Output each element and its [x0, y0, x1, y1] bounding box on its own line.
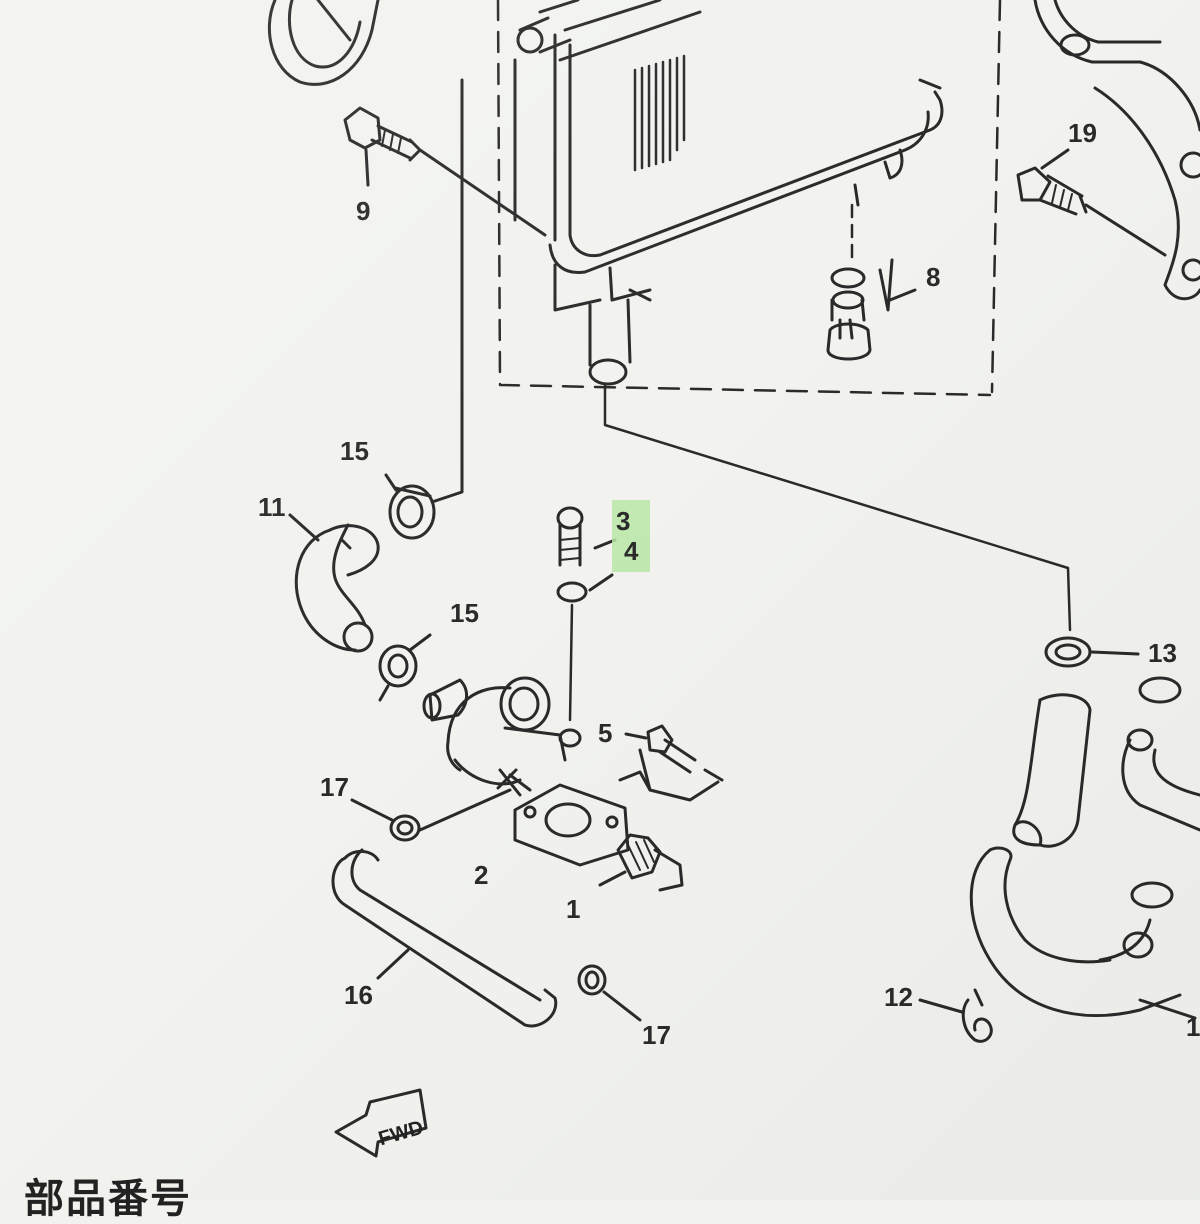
part-13	[969, 636, 1200, 1020]
callout-12: 12	[884, 982, 913, 1012]
part-15b	[378, 633, 432, 702]
callout-16: 16	[344, 980, 373, 1010]
callout-1: 1	[566, 894, 580, 924]
dashed-enclosure	[496, 0, 1002, 397]
callout-11: 11	[258, 492, 286, 522]
part-17a	[350, 788, 512, 842]
callout-2: 2	[474, 860, 488, 890]
callout-19: 19	[1068, 118, 1097, 148]
callout-5: 5	[598, 718, 612, 748]
callout-9: 9	[356, 196, 370, 226]
part-3-4	[556, 506, 617, 722]
highlight-3-4	[612, 500, 650, 572]
callout-4: 4	[624, 536, 639, 566]
part-2	[422, 676, 652, 867]
part-8	[826, 258, 917, 361]
part-19	[1016, 148, 1167, 257]
part-5	[624, 724, 724, 802]
part-12	[918, 988, 993, 1043]
fwd-label: FWD	[376, 1117, 426, 1151]
callout-17b: 17	[642, 1020, 671, 1050]
frame-fragment	[1033, 0, 1200, 301]
part-number-heading: 部品番号	[24, 1176, 192, 1222]
callout-17a: 17	[320, 772, 349, 802]
fan-fragment	[267, 0, 380, 86]
callout-15a: 15	[340, 436, 369, 466]
callout-15b: 15	[450, 598, 479, 628]
part-17b	[577, 964, 642, 1022]
part-9	[343, 106, 547, 237]
part-15a	[384, 78, 464, 540]
callout-edge-1: 1	[1186, 1012, 1200, 1042]
part-16	[331, 848, 558, 1028]
callout-8: 8	[926, 262, 940, 292]
fwd-arrow	[334, 1088, 428, 1158]
radiator	[513, 0, 944, 386]
part-11	[288, 513, 380, 653]
callout-3: 3	[616, 506, 630, 536]
part-1	[598, 833, 684, 892]
callout-13: 13	[1148, 638, 1177, 668]
